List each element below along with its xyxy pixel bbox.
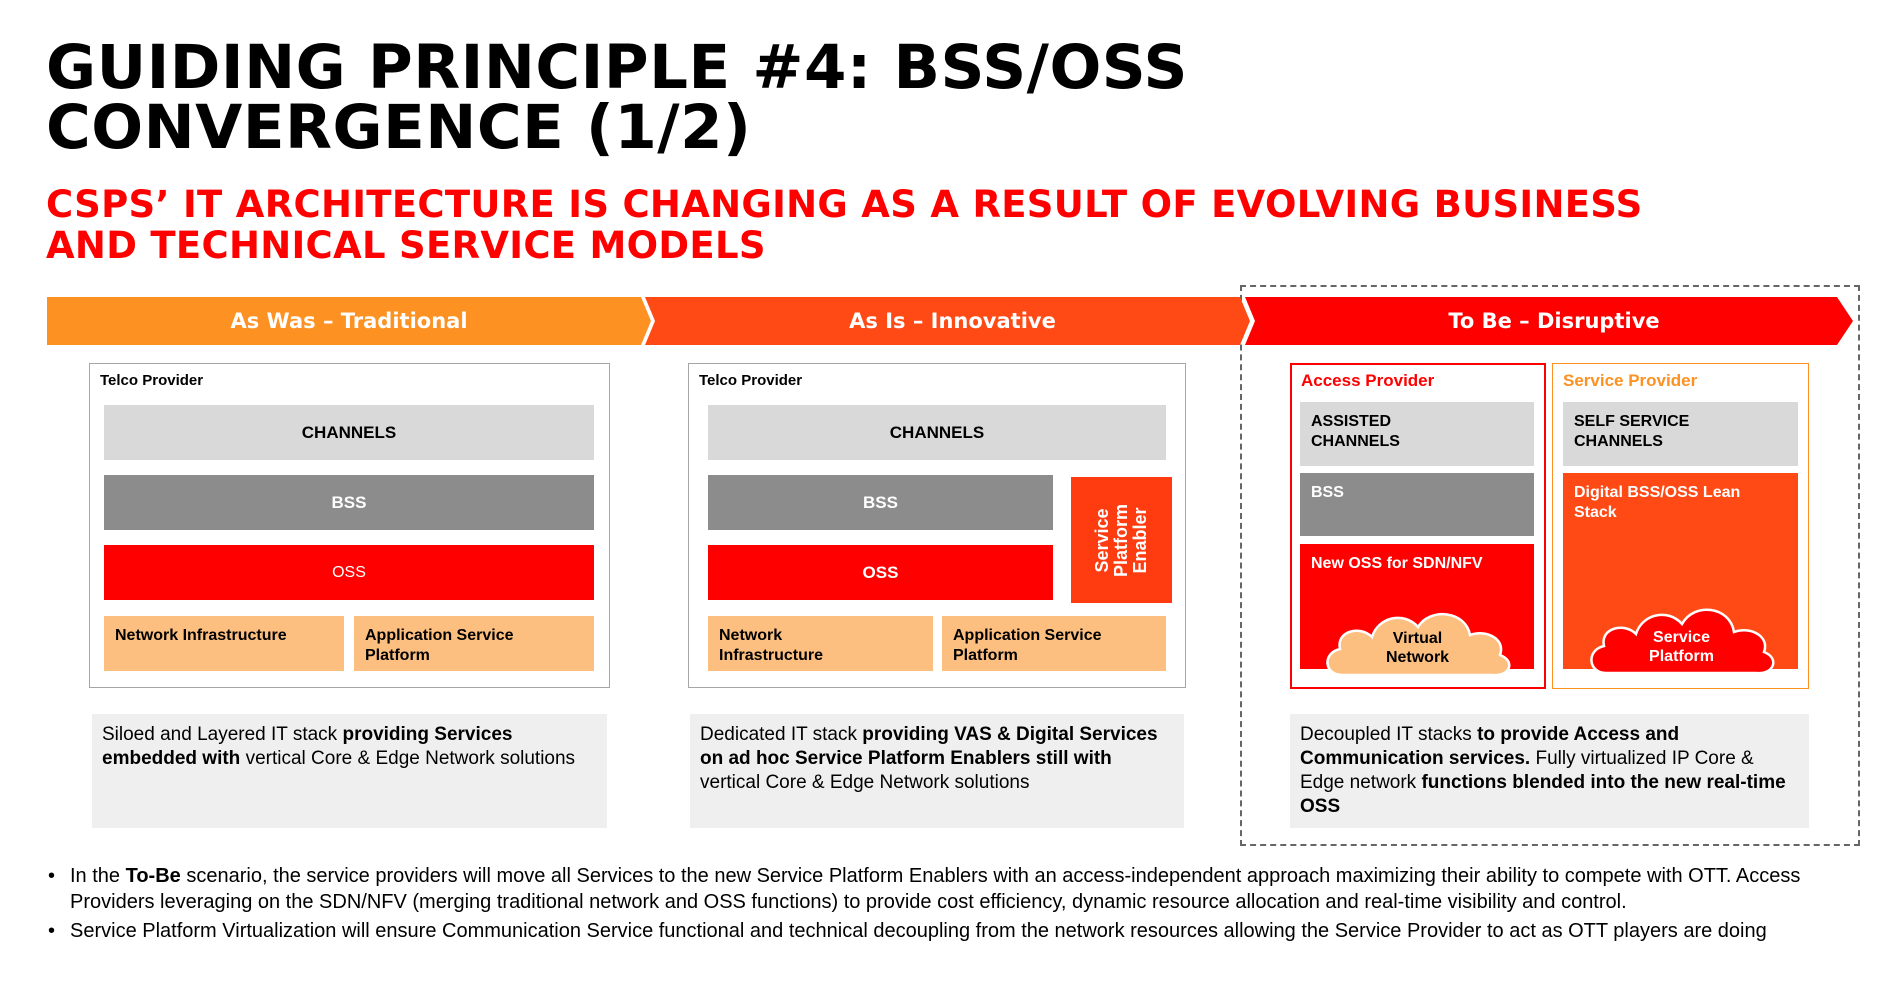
network-infrastructure-layer: Network Infrastructure: [104, 616, 344, 671]
channels-layer: CHANNELS: [104, 405, 594, 460]
phase-label: As Was – Traditional: [230, 309, 468, 333]
layer-label-line-1: Application Service: [953, 627, 1102, 644]
self-service-channels-layer: SELF SERVICE CHANNELS: [1563, 402, 1798, 466]
subtitle-line-1: CSPS’ IT ARCHITECTURE IS CHANGING AS A R…: [46, 183, 1643, 226]
phase-arrow-to-be: To Be – Disruptive: [1245, 297, 1853, 345]
service-provider-label: Service Provider: [1563, 371, 1698, 390]
phase-arrow-as-was: As Was – Traditional: [47, 297, 651, 345]
to-be-dashed-border: [1240, 285, 1860, 846]
layer-label: BSS: [1311, 484, 1344, 501]
layer-label-line-2: CHANNELS: [1311, 433, 1400, 450]
layer-label: New OSS for SDN/NFV: [1311, 555, 1483, 572]
oss-layer: OSS: [104, 545, 594, 600]
layer-label-line-2: CHANNELS: [1574, 433, 1663, 450]
layer-label-line-1: ASSISTED: [1311, 413, 1392, 430]
layer-label-line-2: Platform: [365, 647, 430, 664]
layer-label: OSS: [332, 563, 366, 581]
assisted-channels-layer: ASSISTED CHANNELS: [1300, 402, 1534, 466]
frame-label: Telco Provider: [699, 372, 803, 389]
traditional-description: Siloed and Layered IT stack providing Se…: [92, 714, 607, 828]
layer-label-line-2: Infrastructure: [719, 647, 824, 664]
layer-label-line-1: Network: [719, 627, 783, 644]
phase-arrow-as-is: As Is – Innovative: [645, 297, 1250, 345]
layer-label-line-1: Application Service: [365, 627, 514, 644]
frame-label: Telco Provider: [100, 372, 204, 389]
bullet-list: •In the To-Be scenario, the service prov…: [46, 863, 1876, 947]
virtual-network-cloud-icon: [1326, 613, 1511, 677]
layer-label: CHANNELS: [889, 422, 985, 442]
bullet-item: •In the To-Be scenario, the service prov…: [48, 865, 1801, 913]
phase-label: To Be – Disruptive: [1448, 309, 1660, 333]
layer-label: BSS: [331, 492, 367, 512]
layer-label-line-1: SELF SERVICE: [1574, 413, 1690, 430]
service-platform-enabler: Service Platform Enabler: [1071, 477, 1172, 603]
bss-layer: BSS: [708, 475, 1053, 530]
bullet-dot-icon: •: [48, 865, 56, 887]
page-title: GUIDING PRINCIPLE #4: BSS/OSS CONVERGENC…: [46, 37, 1188, 158]
enabler-label: Service Platform Enabler: [1091, 503, 1150, 577]
access-provider-label: Access Provider: [1301, 371, 1435, 390]
subtitle-line-2: AND TECHNICAL SERVICE MODELS: [46, 224, 766, 267]
bss-layer: BSS: [1300, 473, 1534, 536]
layer-label: OSS: [862, 562, 899, 582]
layer-label: CHANNELS: [301, 422, 397, 442]
title-line-2: CONVERGENCE (1/2): [46, 92, 752, 163]
bullet-item: •Service Platform Virtualization will en…: [48, 920, 1767, 942]
phase-label: As Is – Innovative: [849, 309, 1056, 333]
innovative-description: Dedicated IT stack providing VAS & Digit…: [690, 714, 1184, 828]
bss-layer: BSS: [104, 475, 594, 530]
title-line-1: GUIDING PRINCIPLE #4: BSS/OSS: [46, 32, 1188, 103]
channels-layer: CHANNELS: [708, 405, 1166, 460]
service-platform-cloud-icon: [1590, 608, 1775, 675]
oss-layer: OSS: [708, 545, 1053, 600]
layer-label-line-2: Stack: [1574, 504, 1617, 521]
layer-label-line-1: Digital BSS/OSS Lean: [1574, 484, 1741, 501]
layer-label: BSS: [863, 492, 898, 512]
page-subtitle: CSPS’ IT ARCHITECTURE IS CHANGING AS A R…: [46, 184, 1643, 266]
bullet-dot-icon: •: [48, 920, 56, 942]
layer-label: Network Infrastructure: [115, 627, 287, 644]
layer-label-line-2: Platform: [953, 647, 1018, 664]
disruptive-description: Decoupled IT stacks to provide Access an…: [1290, 714, 1809, 828]
